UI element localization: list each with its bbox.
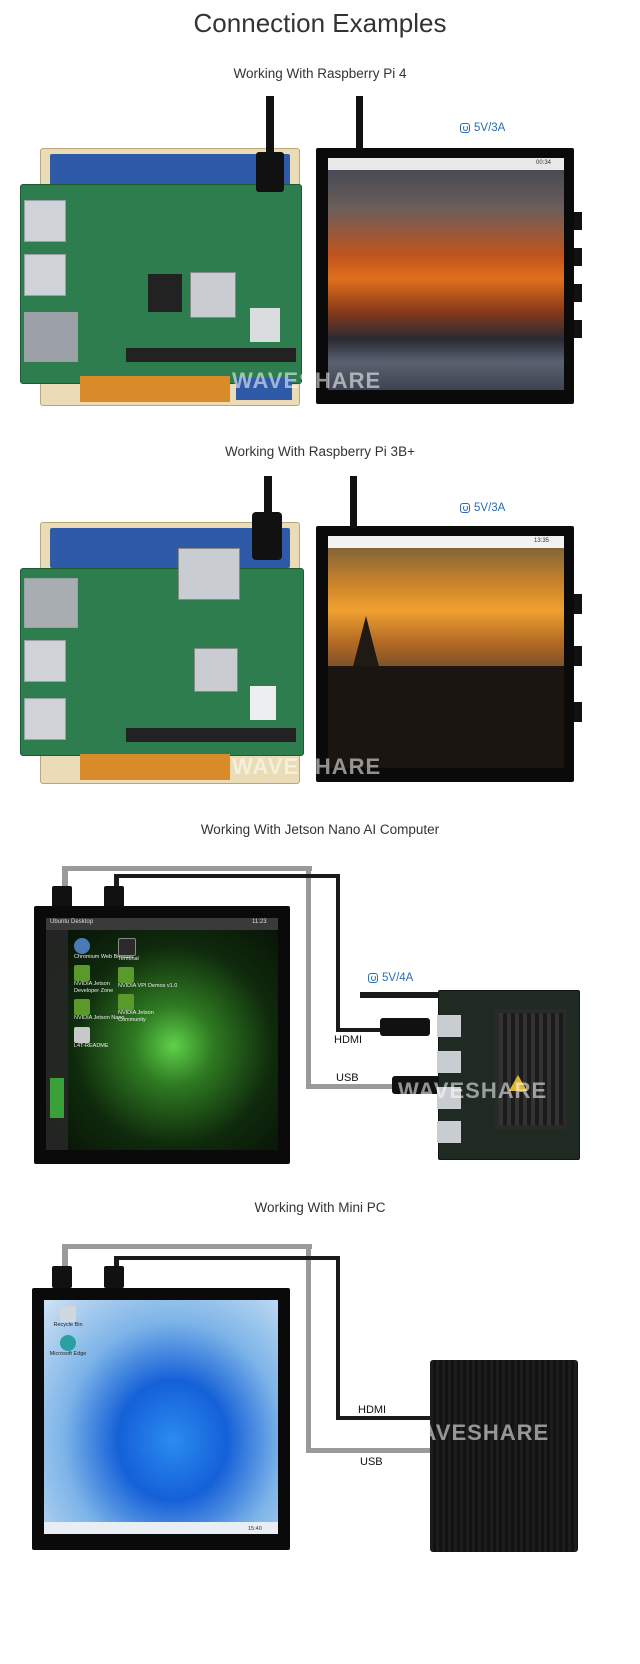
rpi4-board-assembly — [20, 96, 302, 406]
watermark: WAVESHARE — [232, 754, 382, 779]
rpi3-display: 13:35 — [316, 476, 582, 782]
rpi3-board-assembly — [20, 476, 304, 784]
rpi4-power-spec: 5V/3A — [460, 122, 505, 134]
power-icon — [460, 123, 470, 133]
jetson-display: Ubuntu Desktop 11:23 Chromium Web Browse… — [34, 906, 290, 1164]
watermark: WAVESHARE — [398, 1078, 548, 1103]
section-heading-jetson: Working With Jetson Nano AI Computer — [200, 822, 440, 837]
page-title: Connection Examples — [193, 8, 447, 38]
watermark: WAVESHARE — [232, 368, 382, 393]
jetson-power-spec: 5V/4A — [368, 972, 413, 984]
usb-label: USB — [360, 1456, 383, 1468]
rpi4-display: 00:34 — [316, 96, 582, 404]
power-icon — [368, 973, 378, 983]
mini-pc-unit — [430, 1360, 578, 1552]
hdmi-label: HDMI — [334, 1034, 363, 1046]
usb-label: USB — [336, 1072, 359, 1084]
power-icon — [460, 503, 470, 513]
rpi3-power-spec: 5V/3A — [460, 502, 505, 514]
section-heading-rpi3: Working With Raspberry Pi 3B+ — [225, 444, 415, 459]
section-heading-minipc: Working With Mini PC — [254, 1200, 386, 1215]
jetson-nano-board — [437, 990, 580, 1160]
minipc-display: Recycle Bin Microsoft Edge 15:40 — [32, 1288, 290, 1550]
section-heading-rpi4: Working With Raspberry Pi 4 — [233, 66, 407, 81]
hdmi-label: HDMI — [358, 1404, 387, 1416]
watermark: WAVESHARE — [400, 1420, 550, 1445]
